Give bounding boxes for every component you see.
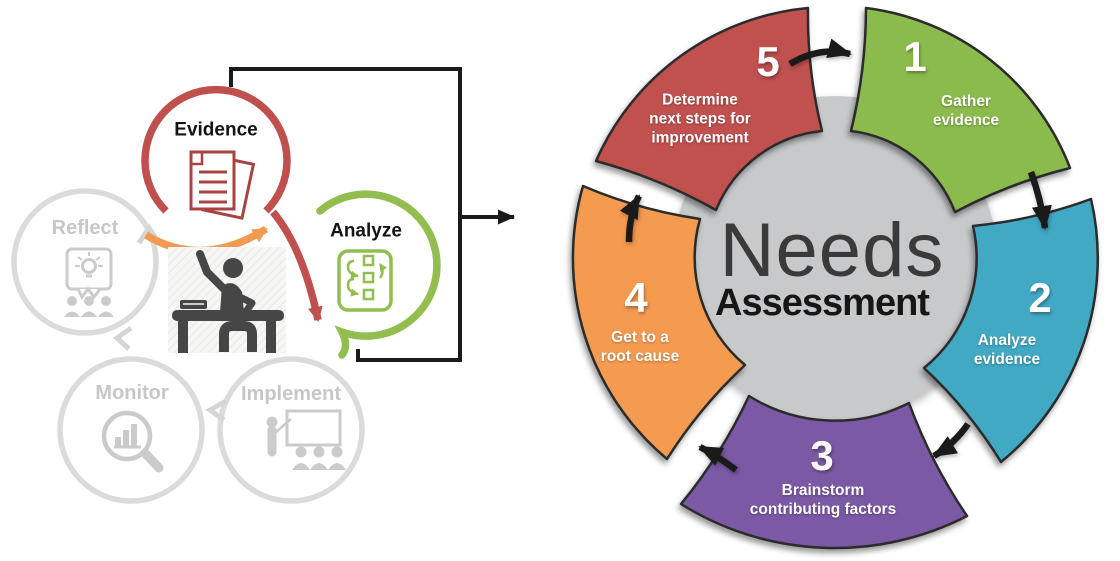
arrow-5-to-1 xyxy=(788,38,852,67)
connector-bracket-line xyxy=(229,67,462,362)
step-5-wedge xyxy=(594,6,824,212)
chart-magnifier-icon xyxy=(101,410,164,473)
step-1-wedge xyxy=(849,6,1072,214)
arrow-3-to-4 xyxy=(698,444,738,473)
monitor-ring xyxy=(57,356,205,504)
reflect-ring xyxy=(11,188,159,336)
inactive-cycle-rings xyxy=(11,188,365,504)
gray-cycle-arrow-icon xyxy=(113,325,133,351)
arrow-2-to-3 xyxy=(932,422,971,459)
implement-ring xyxy=(217,356,365,504)
analyze-ring xyxy=(316,190,441,359)
arrow-1-to-2 xyxy=(1027,170,1052,230)
flowchart-icon xyxy=(337,249,393,312)
cycle-center-circle xyxy=(673,96,997,420)
documents-icon xyxy=(189,150,256,220)
evidence-ring xyxy=(141,85,291,214)
step-3-wedge xyxy=(679,394,969,550)
step-4-wedge xyxy=(571,184,747,461)
presentation-icon xyxy=(266,409,346,470)
arrow-4-to-5 xyxy=(619,194,642,243)
step-2-wedge xyxy=(922,197,1099,464)
idea-discussion-icon xyxy=(64,247,114,317)
gray-cycle-arrow-icon xyxy=(205,398,228,423)
evidence-to-analyze-arrow xyxy=(270,209,323,322)
student-at-desk-icon xyxy=(168,247,286,353)
